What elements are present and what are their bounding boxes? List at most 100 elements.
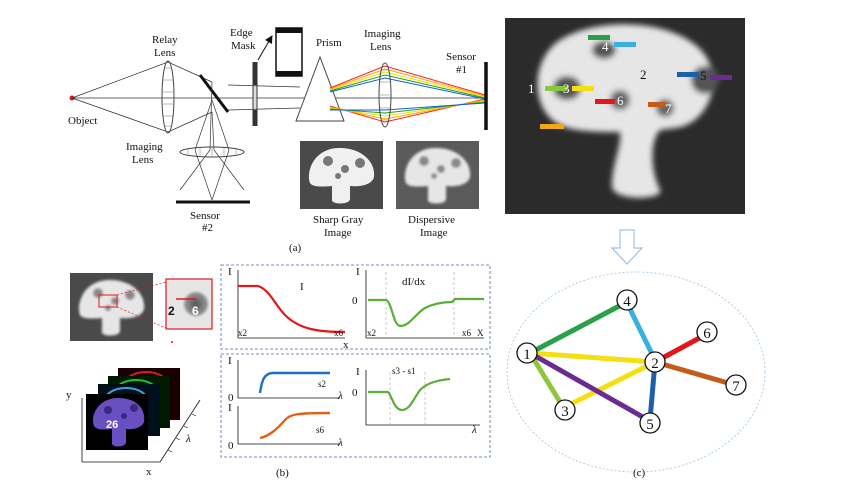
sharp-gray-image: Sharp Gray Image [300, 141, 383, 239]
mushroom-label-7: 7 [665, 101, 672, 116]
mushroom-segments-image: 1 2 3 4 5 6 7 [505, 18, 745, 214]
plot-dIdx-xlabel: X [477, 328, 484, 338]
graph-node-5: 5 [646, 417, 654, 433]
caption-c: (c) [633, 467, 646, 479]
sensor1-label-2: #1 [456, 64, 467, 76]
graph-ellipse [506, 271, 766, 473]
plot-I-xlabel: x [343, 339, 349, 351]
segment-brown [648, 102, 666, 107]
plot-s6: I 0 s6 λ [228, 402, 343, 452]
plot-s2-xlabel: λ [337, 390, 343, 402]
imaging-lens-bottom-label-2: Lens [132, 154, 153, 166]
plot-derivative: I dI/dx 0 x2 x6 X [352, 266, 484, 339]
dispersed-rays [329, 65, 486, 123]
segment-graph: 1 2 3 4 5 6 7 (c) [506, 271, 766, 479]
imaging-lens-top [378, 62, 392, 128]
relay-lens-label-2: Lens [154, 47, 175, 59]
stack-numbers: 26 [106, 419, 118, 431]
plot-diff-xlabel: λ [471, 424, 477, 436]
segment-orange [540, 124, 564, 129]
plot-s6-curve-label: s6 [316, 425, 325, 435]
profile-box [220, 264, 491, 350]
segment-navy [677, 72, 699, 77]
caption-a: (a) [289, 242, 302, 254]
axis-lambda-label: λ [185, 433, 191, 445]
plot-s6-zero: 0 [228, 440, 234, 452]
dispersive-image: Dispersive Image [396, 141, 479, 239]
relay-lens-label-1: Relay [152, 34, 178, 46]
mushroom-label-2: 2 [640, 67, 647, 82]
s6-curve [259, 411, 331, 440]
derivative-curve [368, 297, 484, 328]
plot-diff-zero: 0 [352, 387, 358, 399]
imaging-lens-bottom [179, 146, 245, 158]
segment-lightgreen [545, 86, 567, 91]
plot-dIdx-xstart: x2 [367, 328, 376, 338]
plot-I-xend: x6 [334, 328, 344, 338]
imaging-lens-bottom-label-1: Imaging [126, 141, 163, 153]
object-rays [71, 61, 213, 133]
beam-splitter [198, 74, 230, 113]
graph-node-3: 3 [561, 404, 569, 420]
sharp-image-label-2: Image [324, 227, 352, 239]
spectra-box [220, 353, 491, 458]
plot-s2-ylabel: I [228, 355, 232, 367]
plot-intensity: I I x2 x6 x [228, 266, 349, 351]
caption-b: (b) [276, 467, 289, 479]
plot-dIdx-zero: 0 [352, 295, 358, 307]
spectral-stack: 26 y x λ [66, 368, 201, 478]
plot-diff: I 0 s3 - s1 λ [352, 366, 480, 436]
segment-red [595, 99, 615, 104]
plot-I-xstart: x2 [238, 328, 247, 338]
mushroom-label-1: 1 [528, 81, 535, 96]
sharp-image-label-1: Sharp Gray [313, 214, 364, 226]
axis-x-label: x [146, 466, 152, 478]
segment-purple [710, 75, 732, 80]
sensor2-label-2: #2 [202, 222, 213, 234]
sensor1-label-1: Sensor [446, 51, 476, 63]
graph-node-4: 4 [623, 294, 631, 310]
segment-yellow [572, 86, 594, 91]
plot-diff-curve-label: s3 - s1 [392, 366, 416, 376]
zoom-mushroom: 2 6 [70, 273, 213, 343]
relay-lens [161, 60, 175, 134]
plot-s2-zero: 0 [228, 392, 234, 404]
plot-I-ylabel: I [228, 266, 232, 278]
graph-node-1: 1 [523, 347, 531, 363]
imaging-lens-top-label-1: Imaging [364, 28, 401, 40]
mask-detail [275, 27, 303, 77]
plot-diff-ylabel: I [356, 366, 360, 378]
segment-skyblue [614, 42, 636, 47]
mushroom-label-5: 5 [700, 68, 707, 83]
sensor2-label-1: Sensor [190, 210, 220, 222]
graph-node-2: 2 [651, 356, 659, 372]
axis-y-label: y [66, 389, 72, 401]
plot-dIdx-xend: x6 [462, 328, 472, 338]
plot-s2-curve-label: s2 [318, 379, 326, 389]
inset-label-6: 6 [192, 304, 199, 318]
plot-I-curve-label: I [300, 281, 304, 293]
graph-node-6: 6 [703, 326, 711, 342]
intensity-curve [238, 284, 346, 334]
plot-dIdx-curve-label: dI/dx [402, 276, 426, 288]
plot-s6-xlabel: λ [337, 437, 343, 449]
graph-node-7: 7 [732, 379, 740, 395]
edge-mask-label-1: Edge [230, 27, 253, 39]
mushroom-label-3: 3 [563, 81, 570, 96]
plot-s6-ylabel: I [228, 402, 232, 414]
downward-rays [179, 81, 245, 201]
optical-setup: Object Relay Lens Imaging Lens Sensor #2… [68, 27, 488, 234]
mushroom-label-4: 4 [602, 39, 609, 54]
imaging-lens-top-label-2: Lens [370, 41, 391, 53]
edge-mask-label-2: Mask [231, 40, 256, 52]
plot-dIdx-ylabel: I [356, 266, 360, 278]
dispersive-image-label-1: Dispersive [408, 214, 455, 226]
plot-s2: I 0 s2 λ [228, 355, 343, 404]
down-arrow-icon [610, 229, 644, 265]
diff-curve [368, 377, 451, 412]
dispersive-image-label-2: Image [420, 227, 448, 239]
segment-green [588, 35, 610, 40]
object-label: Object [68, 115, 97, 127]
